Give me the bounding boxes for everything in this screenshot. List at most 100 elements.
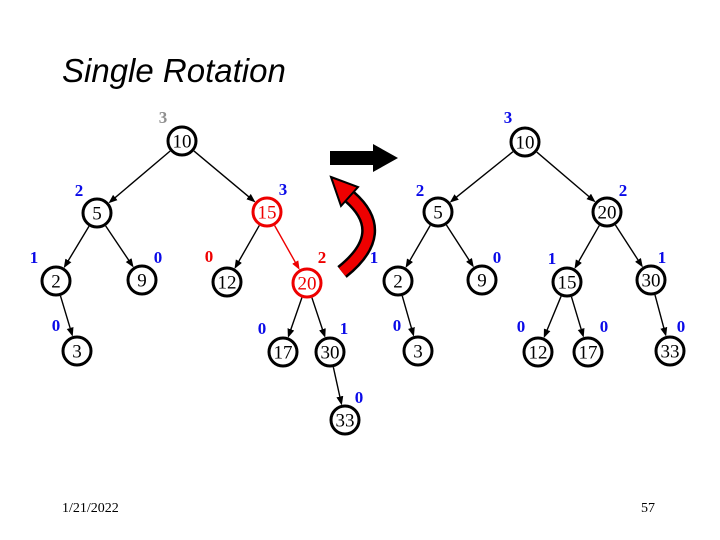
tree-node: 153 — [251, 180, 288, 228]
tree-node: 301 — [635, 248, 667, 296]
tree-node-circle — [251, 196, 283, 228]
tree-node-value: 10 — [516, 133, 535, 154]
node-height-label: 2 — [619, 181, 628, 200]
tree-node-circle — [126, 264, 158, 296]
tree-node-value: 10 — [173, 132, 192, 153]
tree-node: 151 — [548, 249, 583, 298]
node-height-label: 0 — [154, 248, 163, 267]
tree-node-value: 9 — [477, 271, 487, 292]
tree-node-value: 2 — [393, 272, 403, 293]
node-height-label: 0 — [258, 319, 267, 338]
tree-node: 202 — [591, 181, 628, 228]
tree-node-circle — [61, 335, 93, 367]
node-height-label: 2 — [318, 248, 327, 267]
node-height-label: 1 — [658, 248, 667, 267]
tree-node-circle — [166, 125, 198, 157]
tree-node: 330 — [654, 317, 686, 367]
page-title: Single Rotation — [62, 52, 286, 89]
tree-node-circle — [572, 336, 604, 368]
tree-edge — [287, 297, 303, 338]
tree-node-value: 3 — [413, 342, 423, 363]
node-height-label: 3 — [279, 180, 288, 199]
tree-node-value: 30 — [642, 271, 661, 292]
tree-node: 52 — [75, 181, 113, 229]
node-height-label: 1 — [548, 249, 557, 268]
tree-node-value: 15 — [558, 273, 577, 294]
tree-edge — [574, 225, 600, 269]
tree-node-value: 17 — [579, 343, 598, 364]
tree-node-value: 30 — [321, 343, 340, 364]
tree-edge — [614, 224, 643, 268]
tree-node: 17 0 — [258, 319, 299, 368]
tree-node-circle — [422, 196, 454, 228]
tree-edge — [654, 294, 668, 337]
transform-arrow-icon — [330, 144, 398, 172]
tree-node-circle — [267, 336, 299, 368]
node-height-label: 0 — [517, 317, 526, 336]
tree-node-circle — [509, 126, 541, 158]
tree-node-value: 17 — [274, 343, 293, 364]
tree-node-value: 20 — [598, 203, 617, 224]
node-height-label: 0 — [600, 317, 609, 336]
tree-node-circle — [291, 267, 323, 299]
tree-node: 330 — [329, 388, 364, 436]
tree-edge — [449, 151, 514, 203]
tree-node-circle — [81, 197, 113, 229]
tree-node-circle — [635, 264, 667, 296]
node-height-label: 0 — [355, 388, 364, 407]
node-height-label: 2 — [75, 181, 84, 200]
node-height-label: 0 — [493, 248, 502, 267]
node-height-label: 0 — [205, 247, 214, 266]
tree-node-circle — [551, 266, 583, 298]
footer-date: 1/21/2022 — [62, 501, 119, 516]
node-height-label: 2 — [416, 181, 425, 200]
tree-edge — [445, 224, 474, 268]
tree-edge — [311, 297, 326, 338]
tree-node: 202 — [291, 248, 327, 299]
tree-node-circle — [466, 264, 498, 296]
tree-node-value: 33 — [661, 342, 680, 363]
tree-edge — [108, 150, 171, 204]
node-height-label: 0 — [393, 316, 402, 335]
node-height-label: 1 — [30, 248, 39, 267]
tree-node: 90 — [466, 248, 502, 296]
tree-node-value: 3 — [72, 342, 82, 363]
rotation-arrow-icon — [329, 175, 377, 278]
tree-node-circle — [329, 404, 361, 436]
tree-node-value: 12 — [529, 343, 548, 364]
tree-node: 30 — [393, 316, 434, 367]
tree-edge — [59, 295, 74, 337]
tree-node: 30 — [52, 316, 93, 367]
tree-node: 21 — [30, 248, 72, 297]
tree-node: 90 — [126, 248, 163, 296]
tree-edge — [405, 225, 431, 269]
tree-edge — [193, 150, 256, 203]
tree-edge — [543, 296, 562, 339]
tree-node: 21 — [370, 248, 414, 297]
tree-edge — [401, 295, 415, 337]
tree-node-value: 33 — [336, 411, 355, 432]
tree-edge — [570, 296, 585, 338]
tree-node: 301 — [314, 319, 349, 368]
node-height-label: 3 — [159, 108, 168, 127]
tree-node: 120 — [517, 317, 554, 368]
tree-node: 10 3 — [159, 108, 198, 157]
tree-node-circle — [654, 335, 686, 367]
node-height-label: 1 — [340, 319, 349, 338]
tree-node-circle — [314, 336, 346, 368]
tree-node-value: 20 — [298, 274, 317, 295]
tree-node-circle — [40, 265, 72, 297]
tree-edge — [273, 225, 300, 270]
tree-node: 120 — [205, 247, 243, 298]
tree-node-circle — [382, 265, 414, 297]
tree-node-circle — [211, 266, 243, 298]
tree-node-value: 9 — [137, 271, 147, 292]
tree-node-value: 2 — [51, 272, 61, 293]
tree-edge — [332, 366, 344, 406]
tree-node: 103 — [504, 108, 541, 158]
tree-node-value: 5 — [92, 204, 102, 225]
node-height-label: 1 — [370, 248, 379, 267]
